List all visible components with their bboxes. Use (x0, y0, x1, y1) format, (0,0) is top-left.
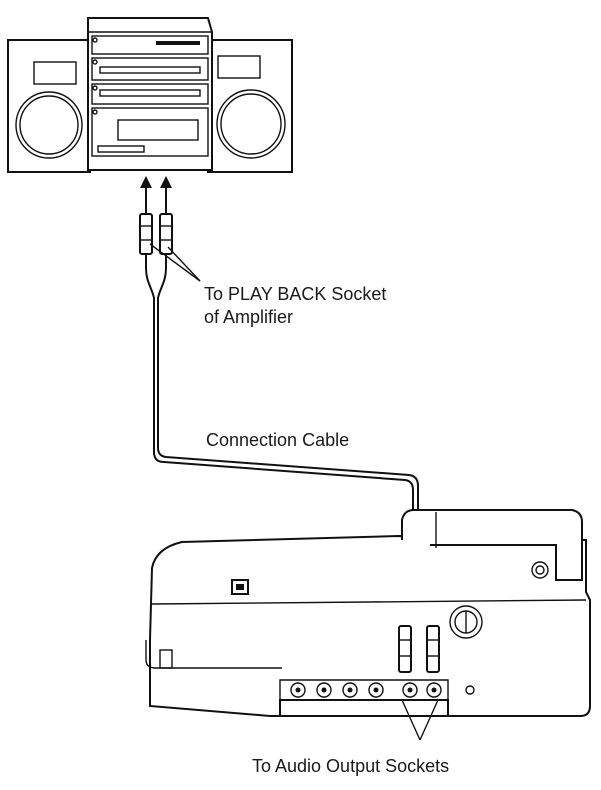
playback-label-line1: To PLAY BACK Socket (204, 284, 386, 304)
playback-pointer (149, 243, 201, 282)
rca-plug-icon (398, 625, 440, 673)
audio-sockets (290, 682, 442, 698)
video-cassette-recorder-icon (145, 509, 591, 717)
cable-label: Connection Cable (206, 430, 349, 450)
amplifier-unit (87, 17, 213, 171)
audio-output-label: To Audio Output Sockets (252, 756, 449, 776)
stereo-system-icon (7, 17, 293, 173)
left-speaker (7, 39, 91, 173)
playback-label-line2: of Amplifier (204, 307, 293, 327)
arrow-up-icon (140, 176, 172, 215)
audio-output-pointer (401, 699, 439, 741)
right-speaker (207, 39, 293, 173)
rca-plug-icon (139, 213, 173, 255)
